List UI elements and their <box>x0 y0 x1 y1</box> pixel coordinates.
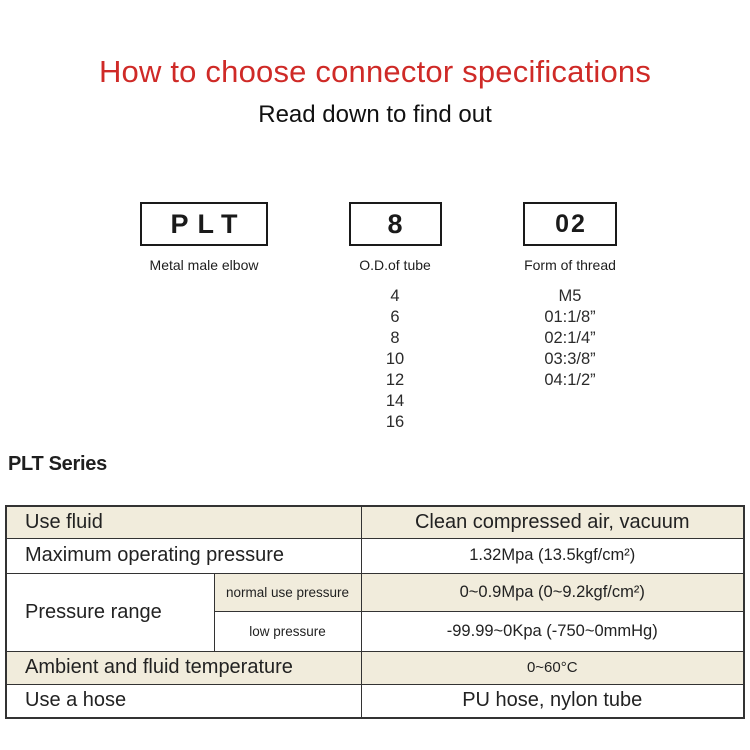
code-box-tube-od: 8 <box>348 202 442 246</box>
code-label-thread: Form of thread <box>524 257 616 273</box>
spec-row-use-fluid: Use fluid Clean compressed air, vacuum <box>5 505 745 539</box>
spec-sublabel-low-pressure: low pressure <box>213 610 362 652</box>
thread-option: 01:1/8” <box>544 308 596 326</box>
spec-label-max-pressure: Maximum operating pressure <box>5 537 362 574</box>
thread-option: 03:3/8” <box>544 350 596 368</box>
page-subtitle: Read down to find out <box>258 101 492 128</box>
tube-od-option: 4 <box>390 287 400 305</box>
tube-od-options-list: 4 6 8 10 12 14 16 <box>320 286 470 433</box>
page-title: How to choose connector specifications <box>98 54 652 89</box>
thread-option: 02:1/4” <box>544 329 596 347</box>
tube-od-option: 10 <box>385 350 405 368</box>
tube-od-option: 16 <box>385 413 405 431</box>
spec-label-temperature: Ambient and fluid temperature <box>5 650 362 685</box>
tube-od-option: 6 <box>390 308 400 326</box>
spec-table: Use fluid Clean compressed air, vacuum M… <box>5 505 745 719</box>
code-label-tube-od: O.D.of tube <box>359 257 431 273</box>
spec-sublabel-normal-pressure: normal use pressure <box>213 572 362 612</box>
thread-option: 04:1/2” <box>544 371 596 389</box>
spec-row-temperature: Ambient and fluid temperature 0~60°C <box>5 650 745 685</box>
spec-row-max-pressure: Maximum operating pressure 1.32Mpa (13.5… <box>5 537 745 574</box>
code-segment-tube-od: 8 O.D.of tube 4 6 8 10 12 14 16 <box>320 202 470 433</box>
code-label-series: Metal male elbow <box>149 257 259 273</box>
spec-label-use-fluid: Use fluid <box>5 505 362 539</box>
thread-option: M5 <box>558 287 582 305</box>
spec-value-hose: PU hose, nylon tube <box>360 683 745 719</box>
spec-label-hose: Use a hose <box>5 683 362 719</box>
code-segment-thread: 02 Form of thread M5 01:1/8” 02:1/4” 03:… <box>495 202 645 391</box>
spec-value-low-pressure: -99.99~0Kpa (-750~0mmHg) <box>360 610 745 652</box>
code-box-series: PLT <box>140 202 268 246</box>
series-heading: PLT Series <box>8 453 107 475</box>
tube-od-option: 14 <box>385 392 405 410</box>
tube-od-option: 8 <box>390 329 400 347</box>
spec-row-normal-pressure: Pressure range normal use pressure 0~0.9… <box>5 572 745 652</box>
tube-od-option: 12 <box>385 371 405 389</box>
code-box-thread: 02 <box>523 202 617 246</box>
spec-label-pressure-range: Pressure range <box>5 572 215 652</box>
spec-value-max-pressure: 1.32Mpa (13.5kgf/cm²) <box>360 537 745 574</box>
code-segment-series: PLT Metal male elbow <box>118 202 290 273</box>
thread-options-list: M5 01:1/8” 02:1/4” 03:3/8” 04:1/2” <box>495 286 645 391</box>
spec-row-hose: Use a hose PU hose, nylon tube <box>5 683 745 719</box>
spec-value-normal-pressure: 0~0.9Mpa (0~9.2kgf/cm²) <box>360 572 745 612</box>
spec-value-use-fluid: Clean compressed air, vacuum <box>360 505 745 539</box>
spec-row-low-pressure: low pressure -99.99~0Kpa (-750~0mmHg) <box>6 610 745 652</box>
spec-value-temperature: 0~60°C <box>360 650 745 685</box>
